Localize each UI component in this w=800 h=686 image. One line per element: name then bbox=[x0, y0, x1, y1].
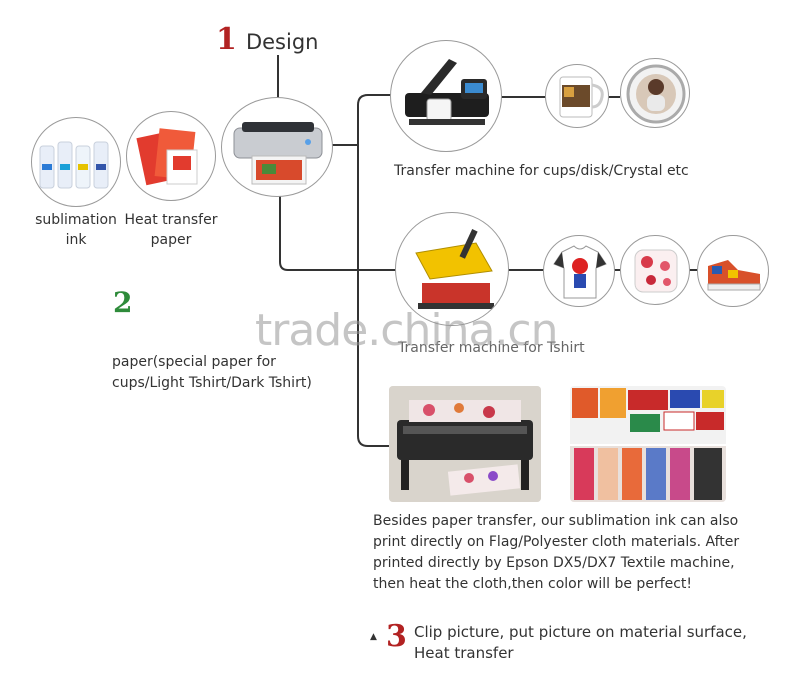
textile-printer-photo bbox=[389, 386, 541, 502]
step-3-number: 3 bbox=[386, 619, 407, 654]
step-2-number: 2 bbox=[113, 286, 133, 319]
cup-press-circle bbox=[390, 40, 502, 152]
printer-icon bbox=[233, 122, 323, 185]
ink-bottles-circle bbox=[31, 117, 121, 207]
tshirt-press-circle bbox=[395, 212, 509, 326]
mug-product-circle bbox=[545, 64, 609, 128]
tshirt-press-caption: Transfer machine for Tshirt bbox=[398, 340, 585, 356]
fabric-collage-icon bbox=[570, 386, 726, 502]
step-1-number: 1 bbox=[216, 22, 237, 57]
pillow-product-circle bbox=[620, 235, 690, 305]
step-1-heading: 1 Design bbox=[216, 22, 318, 57]
ink-bottles-icon bbox=[39, 141, 109, 189]
mug-press-icon bbox=[405, 59, 489, 125]
step-1-label: Design bbox=[245, 30, 319, 54]
plate-product-circle bbox=[620, 58, 690, 128]
mug-icon bbox=[559, 76, 604, 118]
paper-label: Heat transfer paper bbox=[124, 212, 218, 248]
transfer-paper-circle bbox=[126, 111, 216, 201]
textile-printer-icon bbox=[389, 386, 541, 502]
pillow-icon bbox=[634, 249, 678, 293]
paper-note: paper(special paper for cups/Light Tshir… bbox=[112, 354, 312, 391]
tshirt-icon bbox=[553, 245, 607, 299]
step-3-label: Clip picture, put picture on material su… bbox=[414, 623, 747, 662]
cup-press-caption: Transfer machine for cups/disk/Crystal e… bbox=[394, 163, 689, 179]
ink-label: sublimation ink bbox=[35, 212, 117, 248]
step-3-marker: ▲ bbox=[370, 632, 377, 642]
fabric-samples-photo bbox=[570, 386, 726, 502]
heat-press-icon bbox=[415, 229, 494, 309]
plate-icon bbox=[626, 64, 686, 124]
tshirt-product-circle bbox=[543, 235, 615, 307]
paper-stack-icon bbox=[136, 128, 198, 186]
printer-circle bbox=[221, 97, 333, 197]
watermark: trade.china.cn bbox=[255, 305, 559, 356]
shoes-product-circle bbox=[697, 235, 769, 307]
textile-note: Besides paper transfer, our sublimation … bbox=[373, 513, 740, 592]
shoes-icon bbox=[707, 260, 761, 291]
